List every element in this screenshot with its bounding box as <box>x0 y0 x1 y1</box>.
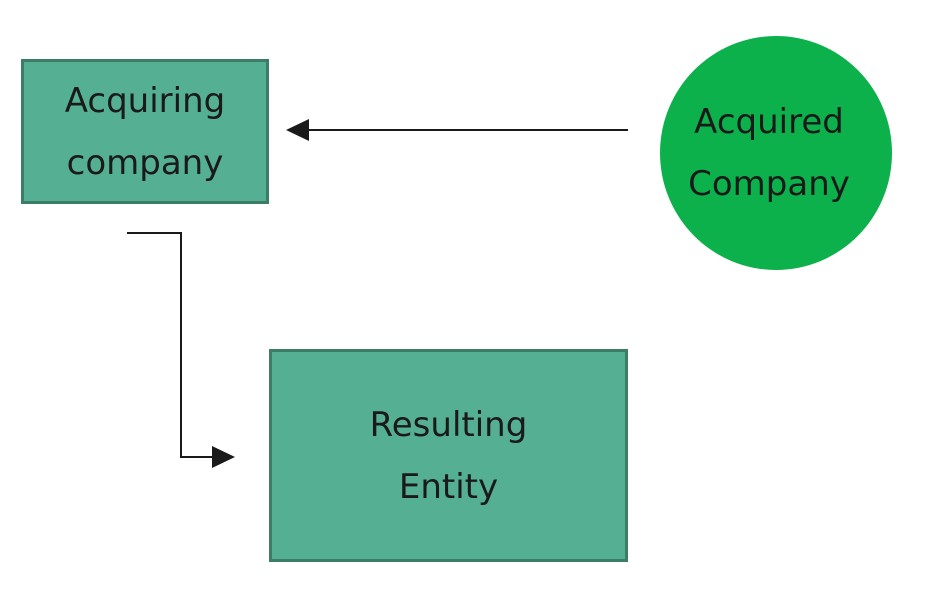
arrow-acquiring-to-resulting <box>127 232 235 468</box>
resulting-entity-label-line1: Resulting <box>369 404 528 445</box>
acquiring-company-label-line2: company <box>66 142 224 183</box>
acquiring-company-label-line1: Acquiring <box>64 80 226 121</box>
resulting-entity-label-line2: Entity <box>398 466 499 507</box>
acquired-company-circle: Acquired Company <box>660 36 892 270</box>
acquired-company-label-line2: Company <box>688 164 850 204</box>
acquiring-company-box: Acquiring company <box>21 59 269 204</box>
acquired-company-label-line1: Acquired <box>694 102 844 142</box>
arrow-acquired-to-acquiring <box>286 119 628 141</box>
resulting-entity-box: Resulting Entity <box>269 349 628 562</box>
